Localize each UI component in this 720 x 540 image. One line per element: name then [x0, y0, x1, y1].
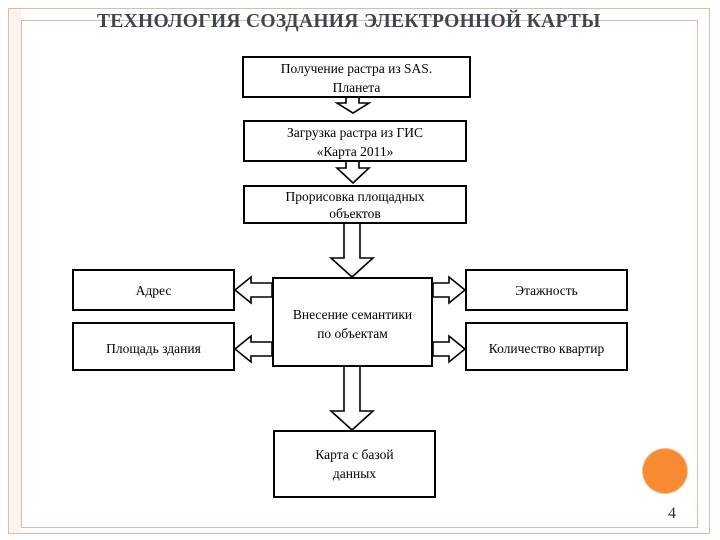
node-semantics-line2: по объектам	[317, 326, 388, 341]
node-draw-objects-line1: Прорисовка площадных	[285, 189, 425, 204]
arrow-right-floors	[432, 275, 467, 305]
node-address-line1: Адрес	[135, 283, 172, 298]
node-raster-sas: Получение растра из SAS. Планета	[242, 56, 471, 98]
arrow-down-2	[334, 160, 372, 185]
node-building-area: Площадь здания	[72, 322, 235, 371]
arrow-left-address	[233, 275, 273, 305]
node-draw-objects: Прорисовка площадных объектов	[243, 185, 467, 224]
slide-frame-inner	[21, 20, 698, 528]
slide-frame-outer	[8, 8, 710, 534]
arrow-left-area	[233, 334, 273, 364]
node-building-area-line1: Площадь здания	[106, 341, 201, 356]
node-map-db-line2: данных	[332, 466, 377, 481]
node-map-db-line1: Карта с базой	[315, 447, 394, 462]
arrow-down-4	[328, 365, 376, 432]
slide-title: ТЕХНОЛОГИЯ СОЗДАНИЯ ЭЛЕКТРОННОЙ КАРТЫ	[97, 11, 601, 32]
node-floors: Этажность	[465, 269, 628, 311]
node-apartments-line1: Количество квартир	[488, 341, 605, 356]
arrow-down-1	[334, 96, 372, 114]
arrow-right-apartments	[432, 334, 467, 364]
node-load-gis-line2: «Карта 2011»	[316, 144, 394, 159]
page-number: 4	[668, 505, 676, 522]
decorative-stripe	[8, 8, 21, 534]
node-load-gis: Загрузка растра из ГИС «Карта 2011»	[243, 120, 467, 162]
node-raster-sas-line1: Получение растра из SAS.	[280, 61, 433, 76]
node-load-gis-line1: Загрузка растра из ГИС	[286, 125, 424, 140]
node-raster-sas-line2: Планета	[332, 80, 381, 95]
node-address: Адрес	[72, 269, 235, 311]
node-map-db: Карта с базой данных	[273, 430, 436, 498]
node-semantics-line1: Внесение семантики	[292, 307, 413, 322]
decorative-orange-circle	[643, 449, 687, 493]
node-draw-objects-line2: объектов	[329, 206, 381, 221]
node-floors-line1: Этажность	[515, 283, 578, 298]
node-semantics: Внесение семантики по объектам	[272, 277, 433, 367]
arrow-down-3	[328, 222, 376, 279]
node-apartments: Количество квартир	[465, 322, 628, 371]
